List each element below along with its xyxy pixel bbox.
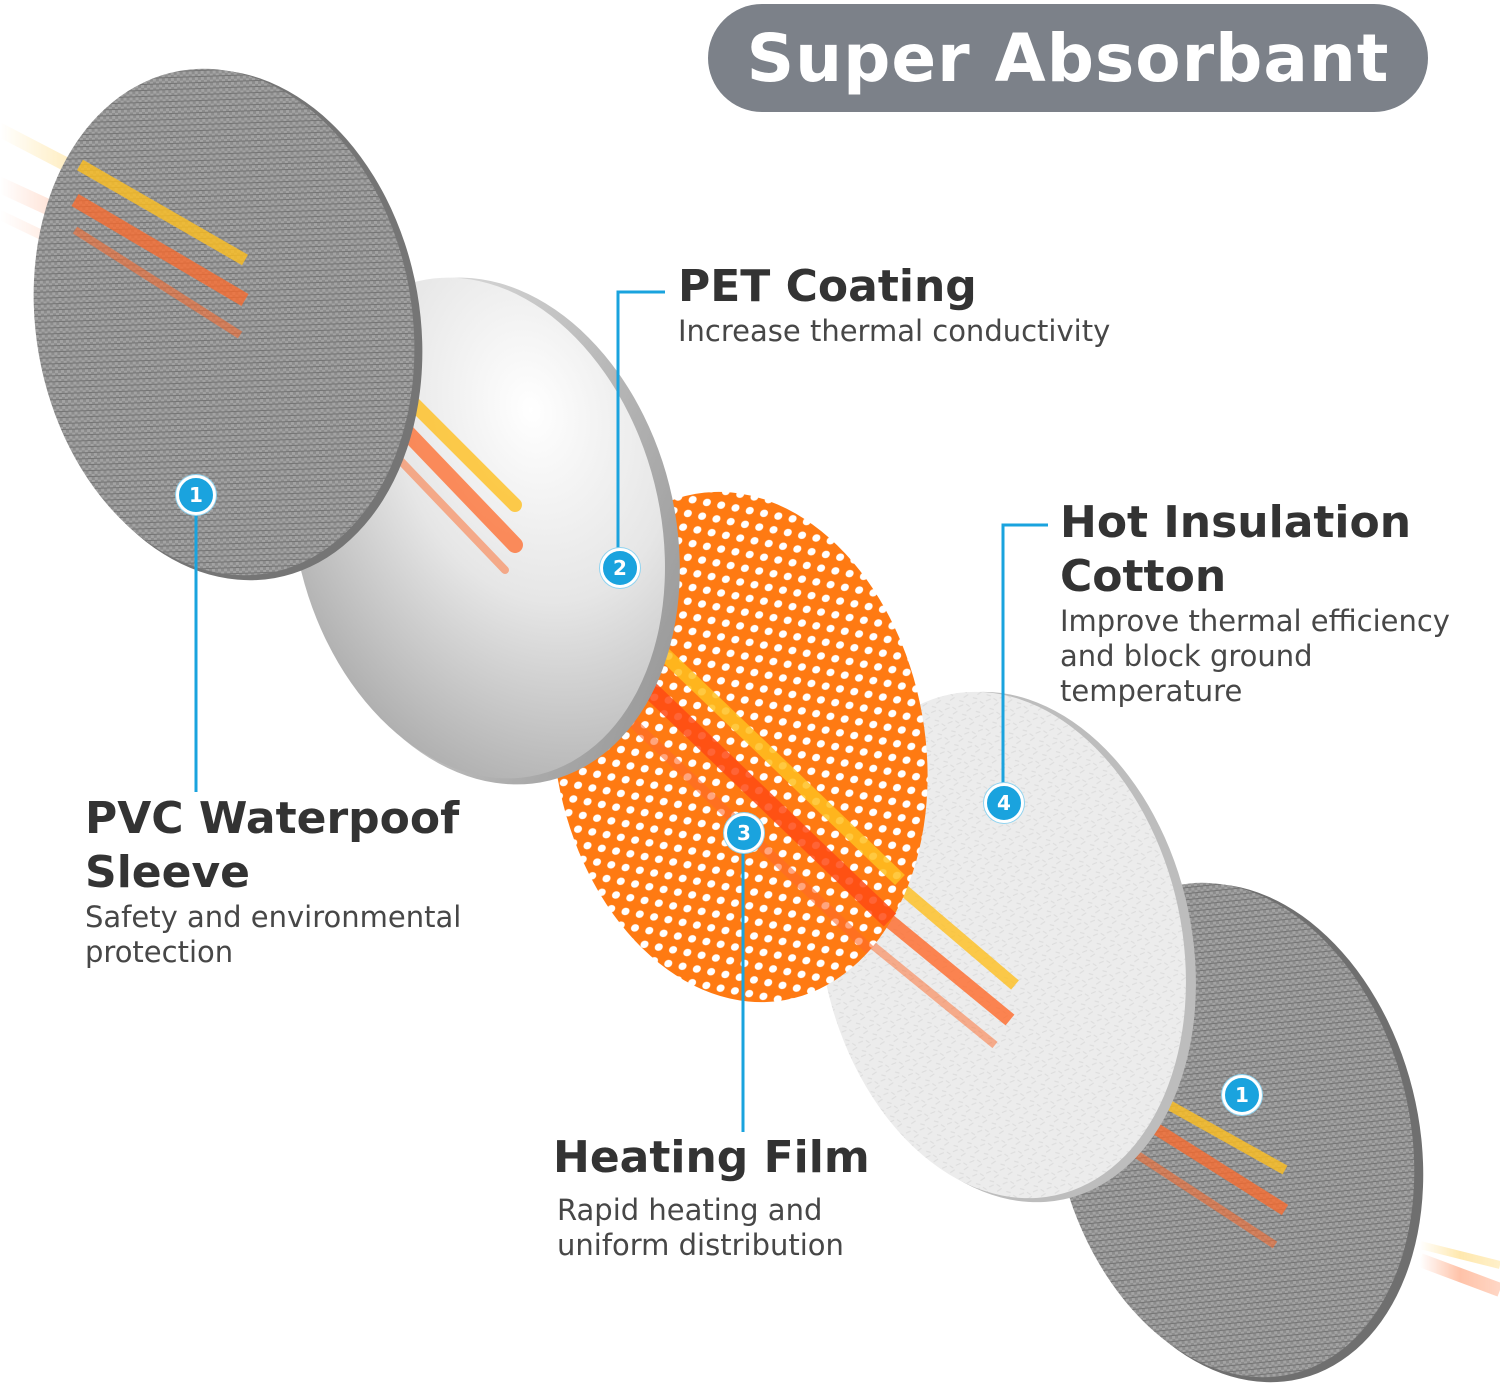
badge-layer-1-bottom: 1 (1222, 1075, 1262, 1115)
label-description: protection (85, 935, 234, 969)
leader-line-2 (616, 290, 665, 552)
badge-layer-2: 2 (600, 548, 640, 588)
label-heading: PVC Waterpoof (85, 793, 460, 844)
label-heading: Hot Insulation (1060, 497, 1412, 548)
badge-layer-4: 4 (984, 783, 1024, 823)
label-hot-insulation-cotton: Hot Insulation Cotton Improve thermal ef… (1060, 496, 1450, 709)
label-pvc-waterproof-sleeve: PVC Waterpoof Sleeve Safety and environm… (85, 792, 461, 970)
label-heading: PET Coating (678, 261, 977, 312)
label-description: uniform distribution (557, 1228, 844, 1262)
label-description: and block ground (1060, 639, 1313, 673)
label-heading: Sleeve (85, 847, 250, 898)
label-description: Increase thermal conductivity (678, 314, 1111, 348)
label-description: Safety and environmental (85, 900, 462, 934)
leader-lines (194, 290, 1048, 1132)
label-description: temperature (1060, 674, 1243, 708)
badge-layer-3: 3 (724, 813, 764, 853)
pvc-sleeve-disk-top (33, 68, 423, 581)
label-description: Rapid heating and (557, 1193, 823, 1227)
label-heating-film: Heating Film Rapid heating and uniform d… (553, 1131, 870, 1263)
title-pill: Super Absorbant (708, 4, 1428, 112)
page-title: Super Absorbant (746, 19, 1390, 97)
leader-line-4 (1001, 523, 1048, 785)
badge-layer-1: 1 (176, 475, 216, 515)
label-heading: Heating Film (553, 1132, 870, 1183)
label-heading: Cotton (1060, 551, 1227, 602)
label-pet-coating: PET Coating Increase thermal conductivit… (678, 260, 1110, 349)
label-description: Improve thermal efficiency (1060, 604, 1450, 638)
